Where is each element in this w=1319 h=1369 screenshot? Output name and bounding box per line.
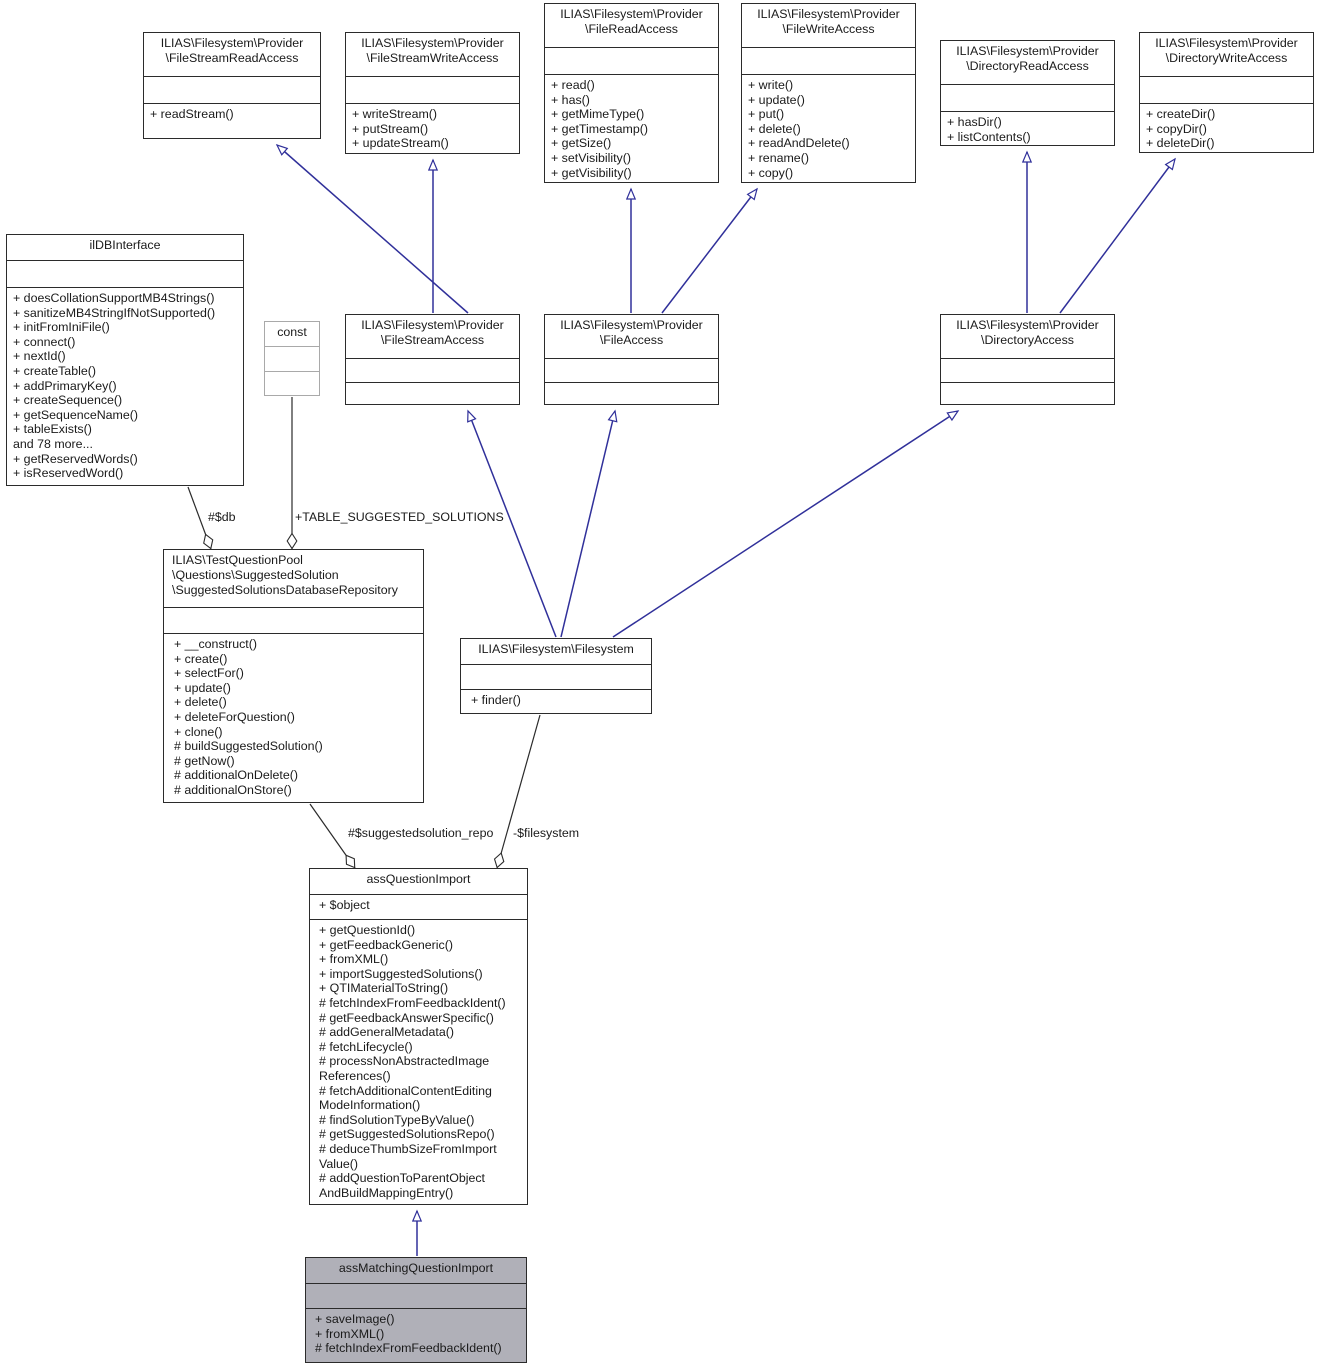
class-box-directory-access[interactable]: ILIAS\Filesystem\Provider \DirectoryAcce… (940, 314, 1115, 405)
class-operations: + getQuestionId() + getFeedbackGeneric()… (319, 923, 506, 1200)
class-operations: + write() + update() + put() + delete() … (748, 78, 850, 180)
class-name: ILIAS\Filesystem\Provider \DirectoryRead… (941, 41, 1114, 85)
class-name: assQuestionImport (310, 869, 527, 895)
class-attributes (306, 1284, 526, 1309)
class-operations (545, 383, 718, 399)
class-name: ILIAS\Filesystem\Provider \FileReadAcces… (545, 4, 718, 48)
edge-label-suggestedsolution-repo: #$suggestedsolution_repo (348, 826, 494, 840)
class-operations (265, 372, 319, 388)
edge-label-filesystem: -$filesystem (513, 826, 580, 840)
class-operations: + __construct() + create() + selectFor()… (174, 637, 323, 797)
edge-filesystem-to-fileaccess (560, 409, 618, 638)
class-attributes (346, 359, 519, 383)
class-attributes (545, 48, 718, 75)
class-box-ass-question-import[interactable]: assQuestionImport + $object + getQuestio… (309, 868, 528, 1205)
class-name: ILIAS\Filesystem\Provider \FileStreamRea… (144, 33, 320, 77)
class-operations: + read() + has() + getMimeType() + getTi… (551, 78, 648, 180)
class-name: ILIAS\Filesystem\Filesystem (461, 639, 651, 665)
class-box-const[interactable]: const (264, 321, 320, 396)
class-box-file-access[interactable]: ILIAS\Filesystem\Provider \FileAccess (544, 314, 719, 405)
class-operations: + createDir() + copyDir() + deleteDir() (1146, 107, 1216, 151)
class-name: ILIAS\Filesystem\Provider \FileWriteAcce… (742, 4, 915, 48)
class-operations (941, 383, 1114, 399)
class-name: assMatchingQuestionImport (306, 1258, 526, 1284)
class-box-suggested-solutions-database-repository[interactable]: ILIAS\TestQuestionPool \Questions\Sugges… (163, 549, 424, 803)
class-box-file-stream-write-access[interactable]: ILIAS\Filesystem\Provider \FileStreamWri… (345, 32, 520, 154)
class-box-directory-read-access[interactable]: ILIAS\Filesystem\Provider \DirectoryRead… (940, 40, 1115, 146)
class-attributes (742, 48, 915, 75)
class-operations: + doesCollationSupportMB4Strings() + san… (13, 291, 216, 481)
class-box-file-stream-access[interactable]: ILIAS\Filesystem\Provider \FileStreamAcc… (345, 314, 520, 405)
class-box-directory-write-access[interactable]: ILIAS\Filesystem\Provider \DirectoryWrit… (1139, 32, 1314, 153)
class-operations: + saveImage() + fromXML() # fetchIndexFr… (315, 1312, 502, 1356)
class-attributes (265, 347, 319, 372)
class-box-filesystem[interactable]: ILIAS\Filesystem\Filesystem + finder() (460, 638, 652, 714)
class-box-file-write-access[interactable]: ILIAS\Filesystem\Provider \FileWriteAcce… (741, 3, 916, 183)
class-name: ILIAS\Filesystem\Provider \DirectoryAcce… (941, 315, 1114, 359)
class-attributes (346, 77, 519, 104)
class-attributes (941, 359, 1114, 383)
edge-filesystem-to-assquestionimport (497, 714, 541, 868)
class-operations: + writeStream() + putStream() + updateSt… (352, 107, 449, 151)
edge-filestreamaccess-to-filestreamreadaccess (275, 143, 469, 314)
class-attributes (941, 85, 1114, 112)
edge-filesystem-to-filestreamaccess (467, 409, 557, 638)
edge-fileaccess-to-filewriteaccess (661, 187, 758, 314)
class-name: ILIAS\Filesystem\Provider \FileStreamAcc… (346, 315, 519, 359)
class-attributes: + $object (310, 895, 527, 920)
edge-label-table-suggested-solutions: +TABLE_SUGGESTED_SOLUTIONS (295, 510, 504, 524)
class-box-file-read-access[interactable]: ILIAS\Filesystem\Provider \FileReadAcces… (544, 3, 719, 183)
class-operations: + readStream() (150, 107, 234, 121)
class-attributes (7, 261, 243, 288)
class-operations: + finder() (471, 693, 521, 707)
class-box-ildbinterface[interactable]: ilDBInterface + doesCollationSupportMB4S… (6, 234, 244, 486)
class-box-file-stream-read-access[interactable]: ILIAS\Filesystem\Provider \FileStreamRea… (143, 32, 321, 139)
class-name: ilDBInterface (7, 235, 243, 261)
class-name: ILIAS\TestQuestionPool \Questions\Sugges… (164, 550, 423, 608)
class-attributes (144, 77, 320, 104)
class-operations: + hasDir() + listContents() (947, 115, 1031, 144)
class-attributes (461, 665, 651, 690)
class-attributes (1140, 77, 1313, 104)
edge-filesystem-to-directoryaccess (612, 410, 960, 638)
edge-directoryaccess-to-directorywriteaccess (1059, 157, 1176, 314)
class-name: ILIAS\Filesystem\Provider \FileAccess (545, 315, 718, 359)
class-name: ILIAS\Filesystem\Provider \DirectoryWrit… (1140, 33, 1313, 77)
class-name: ILIAS\Filesystem\Provider \FileStreamWri… (346, 33, 519, 77)
class-operations (346, 383, 519, 399)
class-box-ass-matching-question-import[interactable]: assMatchingQuestionImport + saveImage() … (305, 1257, 527, 1363)
edge-label-db: #$db (208, 510, 236, 524)
class-attributes (164, 608, 423, 634)
class-attributes (545, 359, 718, 383)
class-name: const (265, 322, 319, 347)
